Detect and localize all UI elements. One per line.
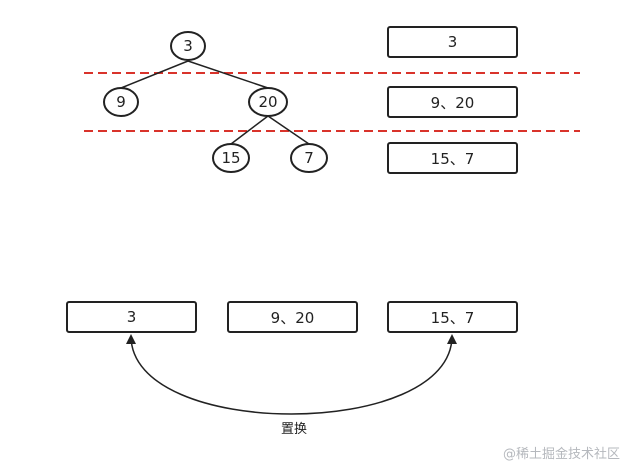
- swap-label: 置换: [272, 420, 316, 440]
- edge-3-20: [187, 60, 269, 89]
- watermark: @稀土掘金技术社区: [502, 447, 620, 462]
- level-box-1: 3: [387, 26, 518, 58]
- tree-node-3-label: 3: [183, 37, 193, 55]
- edge-20-15: [230, 115, 269, 145]
- edge-20-7: [267, 115, 310, 145]
- edge-3-9: [120, 60, 189, 89]
- tree-node-15-label: 15: [221, 149, 241, 167]
- tree-node-7: [290, 143, 328, 173]
- tree-node-9: [103, 87, 139, 117]
- swapped-box-2: 9、20: [227, 301, 358, 333]
- swapped-box-3: 15、7: [387, 301, 518, 333]
- level-box-2: 9、20: [387, 86, 518, 118]
- swapped-box-1: 3: [66, 301, 197, 333]
- tree-node-15: [212, 143, 250, 173]
- tree-node-20: [248, 87, 288, 117]
- tree-node-20-label: 20: [258, 93, 278, 111]
- tree-node-7-label: 7: [304, 149, 314, 167]
- tree-node-3: [170, 31, 206, 61]
- tree-node-9-label: 9: [116, 93, 126, 111]
- level-box-3: 15、7: [387, 142, 518, 174]
- swap-arrow: [126, 334, 457, 415]
